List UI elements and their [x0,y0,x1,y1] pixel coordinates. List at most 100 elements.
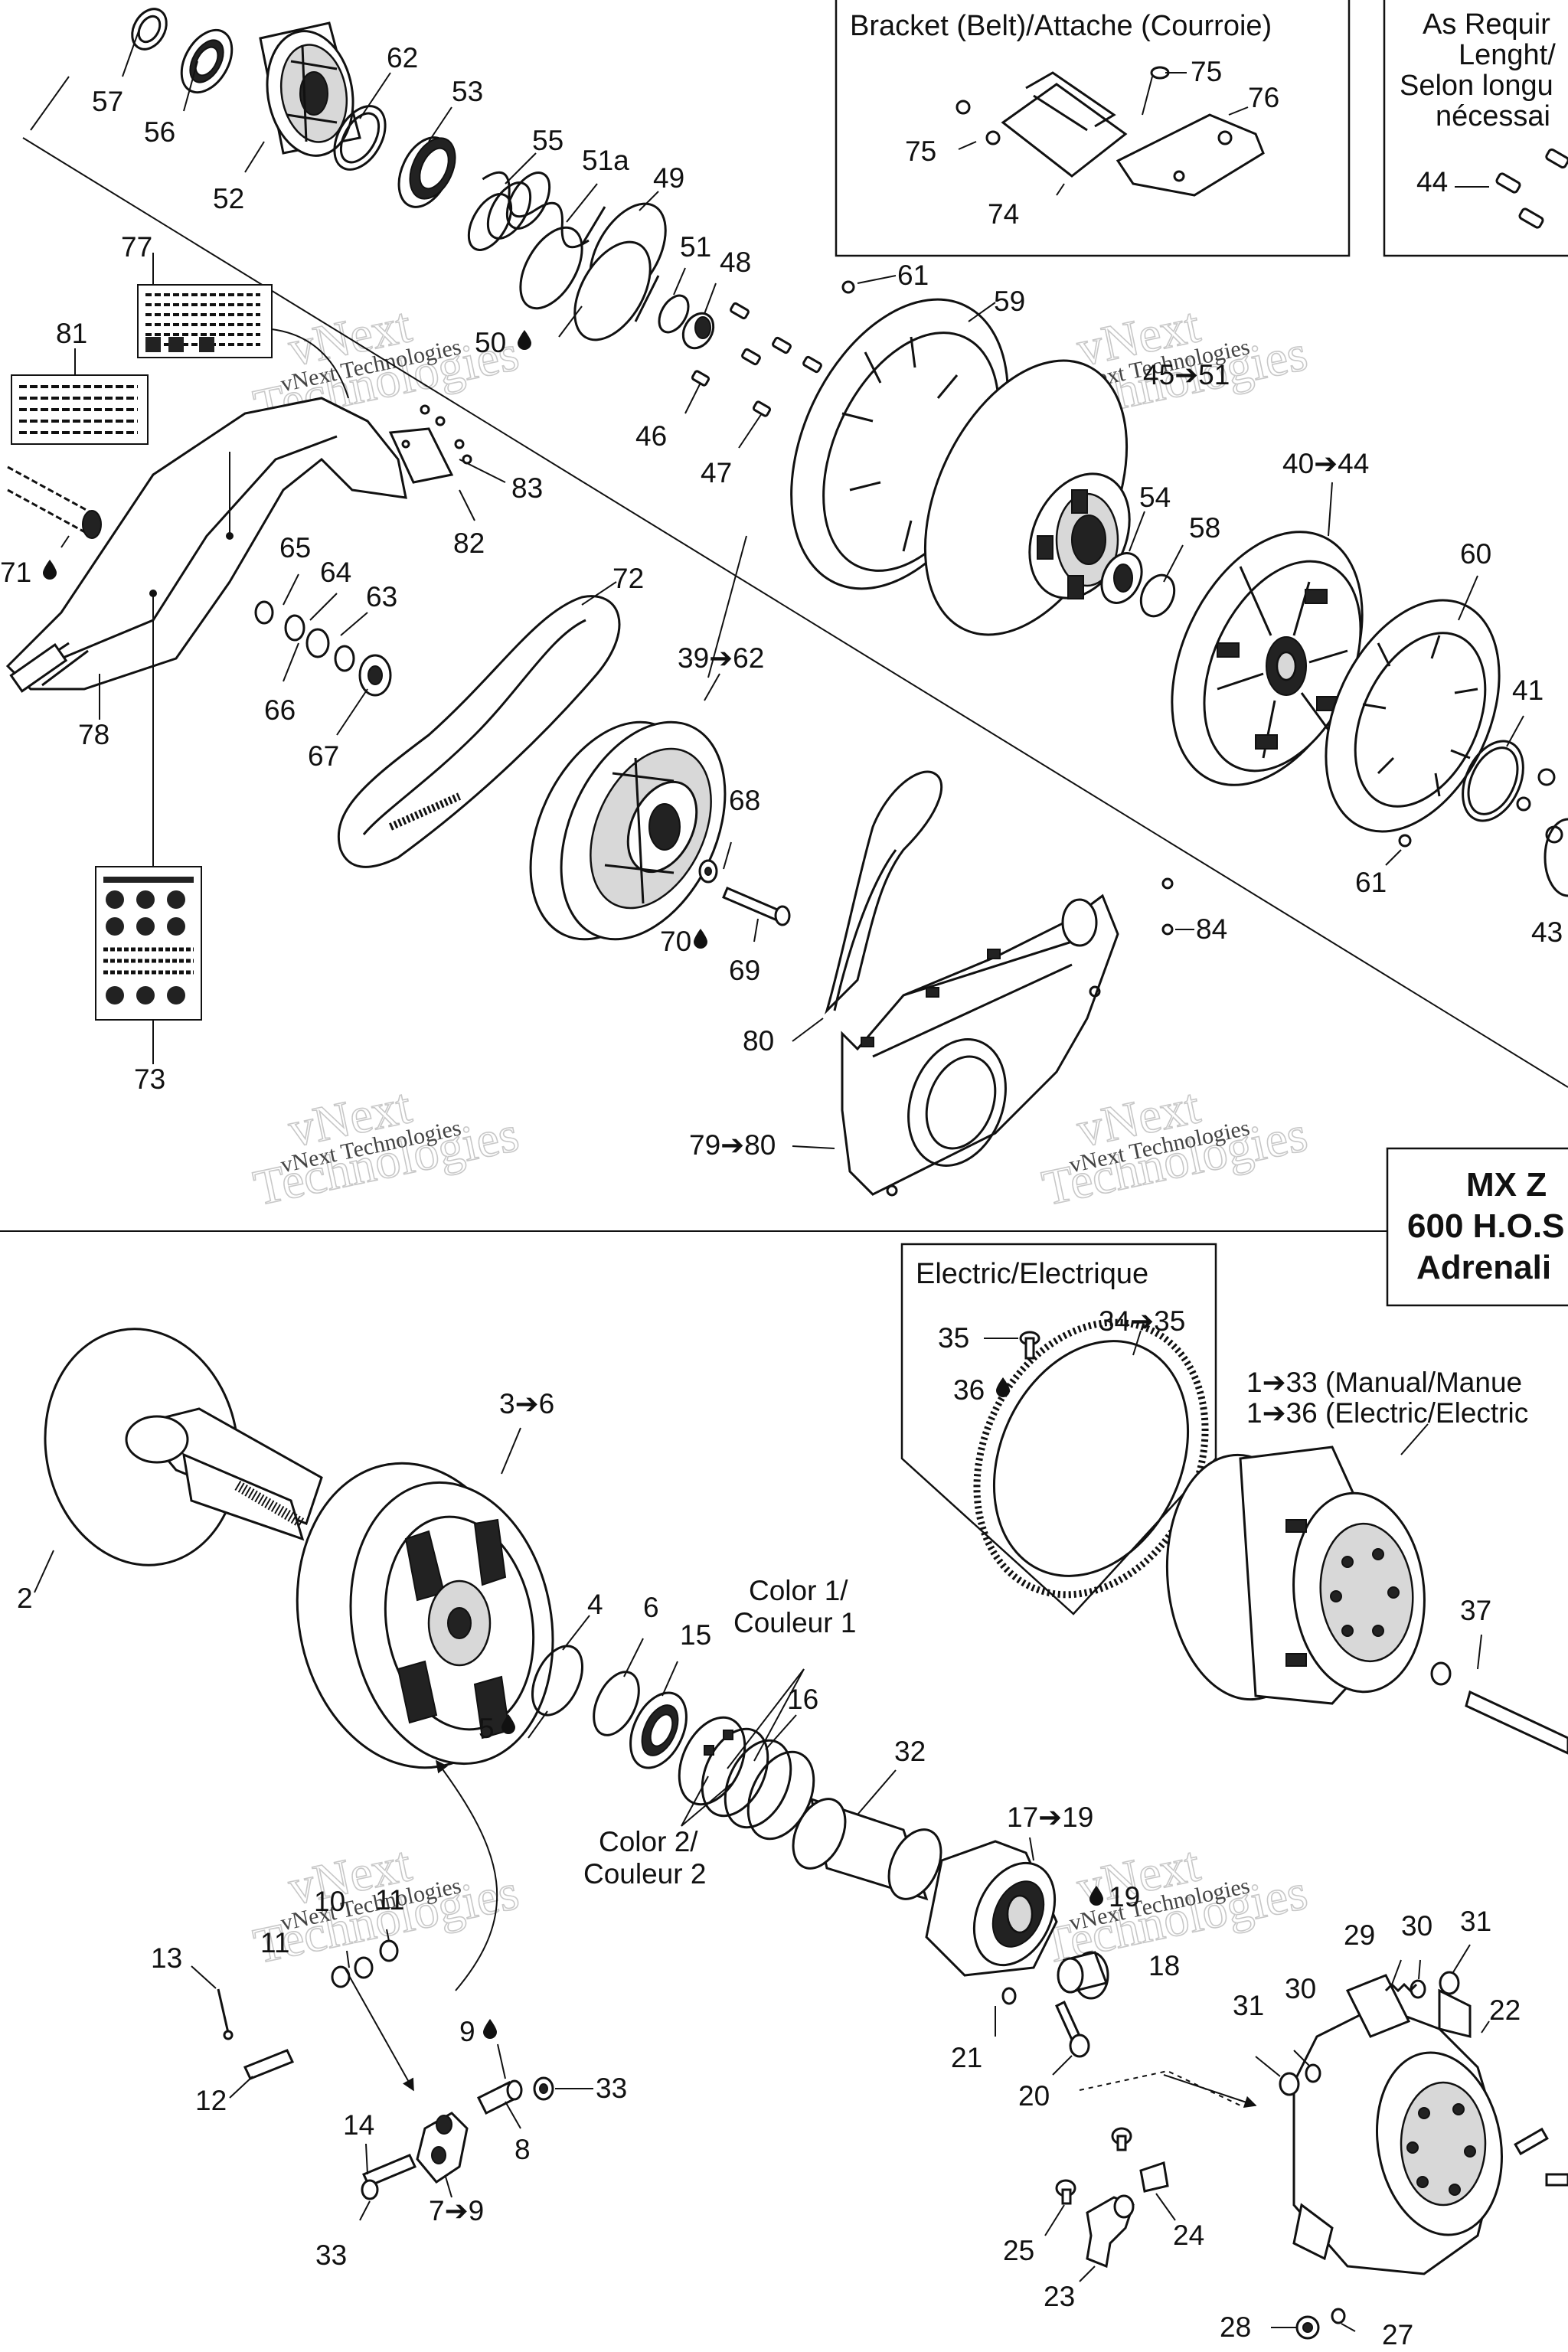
callout-61-top: 61 [897,260,929,291]
nut-28-27 [1295,2308,1346,2340]
clip-41 [1462,740,1524,822]
bolt-61-top [841,280,855,294]
callout-4: 4 [587,1589,603,1620]
callout-41: 41 [1512,675,1544,706]
spider-22 [1292,1974,1568,2275]
callout-45-51: 45➔51 [1143,359,1230,390]
callout-67: 67 [308,740,339,772]
bolt-20-21 [1001,1987,1090,2058]
roller-arm-23 [1086,2194,1135,2269]
callout-20: 20 [1018,2080,1050,2112]
note-color2-line1: Color 2/ [599,1826,698,1857]
callout-24: 24 [1173,2220,1204,2251]
callout-7-9: 7➔9 [429,2195,484,2226]
bearing-53 [397,136,456,208]
small-bolts-46-47 [691,302,822,417]
nut-33 [533,2076,554,2101]
axis-tick [30,76,70,131]
assembly-axis-line [22,137,1568,1088]
cvt-inner-cover-80 [824,770,943,1015]
callout-65: 65 [279,532,311,564]
callout-66: 66 [264,694,296,726]
as-required-line3: Selon longu [1400,70,1553,102]
callout-18: 18 [1148,1950,1180,1981]
belt-guard-78 [5,397,407,693]
as-required-line1: As Requir [1423,8,1550,41]
pulley-52 [259,21,361,157]
callout-17-19: 17➔19 [1007,1802,1093,1833]
callout-62: 62 [387,42,418,74]
callout-70: 70 [660,926,691,957]
callout-22: 22 [1489,1994,1521,2026]
model-line1: MX Z [1466,1166,1547,1204]
callout-74: 74 [988,198,1019,230]
clip-51 [658,294,690,334]
bushing-18 [1057,1951,1109,2000]
ramp-arm-7-9 [416,2112,469,2184]
callout-10: 10 [314,1886,345,1917]
bolt-69 [722,887,791,926]
callout-61-bottom: 61 [1355,867,1387,898]
washer-54 [1100,552,1143,604]
screws-83 [420,404,472,465]
note-color1-line1: Color 1/ [749,1575,848,1606]
clip-6 [593,1671,640,1736]
bolt-75-left [956,100,1001,145]
callout-68: 68 [729,785,760,816]
pin-24 [1139,2161,1169,2193]
bracket-panel-title: Bracket (Belt)/Attache (Courroie) [850,10,1272,42]
label-decal-77 [137,284,273,358]
spring-55 [467,171,590,251]
as-required-line4: nécessai [1436,100,1550,132]
callout-33-right: 33 [596,2073,627,2104]
oil-drop-icon [483,2019,497,2039]
callout-2: 2 [17,1583,33,1614]
callout-15: 15 [680,1619,711,1651]
sleeve-32 [792,1797,942,1901]
callout-8: 8 [514,2134,531,2165]
callout-35: 35 [938,1322,969,1354]
callout-25: 25 [1003,2235,1034,2266]
bolt-25 [1055,2127,1132,2205]
callout-46: 46 [635,420,667,452]
callout-33-bottom: 33 [315,2239,347,2271]
movable-half-3-6 [296,1462,554,1769]
bolt-61-bottom [1398,834,1412,848]
bolt-44a [1495,172,1521,194]
callout-37: 37 [1460,1595,1491,1626]
callout-34-35: 34➔35 [1099,1305,1185,1337]
clip-82 [388,427,454,484]
callout-6: 6 [643,1592,659,1623]
washers-30-31 [1279,1971,1460,2096]
callout-80: 80 [743,1025,774,1057]
bolt-75-top [1142,66,1170,116]
callout-51a: 51a [582,145,629,176]
callout-28: 28 [1220,2311,1251,2343]
callout-64: 64 [320,557,351,588]
bolt-44c [1545,148,1568,169]
callout-76: 76 [1248,82,1279,113]
callout-53: 53 [452,76,483,107]
bracket-part-74 [1001,71,1128,178]
callout-83: 83 [511,472,543,504]
ring-57 [131,8,168,51]
note-color2-line2: Couleur 2 [583,1858,706,1890]
drive-belt-72 [337,595,621,868]
note-assembly-electric: 1➔36 (Electric/Electric [1246,1397,1528,1429]
model-title-panel: MX Z 600 H.O.S Adrenali [1386,1147,1568,1307]
rivet-13 [217,1988,234,2040]
callout-27: 27 [1382,2319,1413,2350]
callout-49: 49 [653,162,684,194]
callout-55: 55 [532,125,564,156]
callout-48: 48 [720,247,751,278]
callout-77: 77 [121,231,152,263]
note-assembly-manual: 1➔33 (Manual/Manue [1246,1367,1522,1398]
note-color1-line2: Couleur 1 [733,1607,856,1638]
callout-57: 57 [92,86,123,117]
callout-11-top: 11 [375,1884,404,1916]
callout-31-top: 31 [1460,1906,1491,1937]
driven-pulley-39-62 [529,720,727,941]
callout-75-top: 75 [1191,56,1222,87]
callout-52: 52 [213,183,244,214]
pin-12 [243,2049,295,2080]
